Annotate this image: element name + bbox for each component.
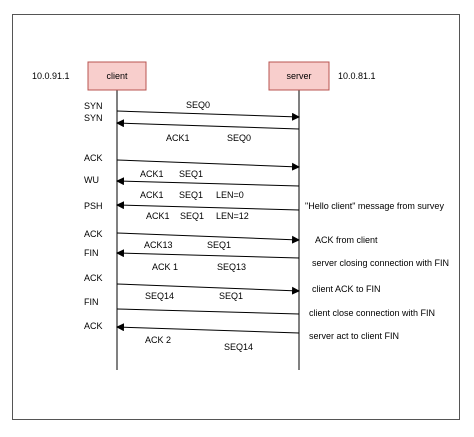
server-ip: 10.0.81.1 bbox=[338, 71, 376, 81]
flag-label: ACK bbox=[84, 273, 103, 283]
message-label: ACK 1 bbox=[152, 262, 178, 272]
message-arrow-syn bbox=[116, 110, 300, 121]
message-label: SEQ0 bbox=[186, 100, 210, 110]
flag-label: FIN bbox=[84, 248, 99, 258]
message-label: SEQ1 bbox=[179, 190, 203, 200]
message-label: ACK13 bbox=[144, 240, 173, 250]
flag-label: ACK bbox=[84, 153, 103, 163]
message-label: SEQ14 bbox=[145, 291, 174, 301]
message-label: SEQ14 bbox=[224, 342, 253, 352]
message-arrow-ack bbox=[116, 159, 300, 171]
flag-label: ACK bbox=[84, 229, 103, 239]
message-arrow-psh bbox=[116, 201, 300, 211]
message-arrow-fin-client bbox=[116, 308, 300, 315]
message-label: ACK1 bbox=[146, 211, 170, 221]
note-client-close: client close connection with FIN bbox=[309, 308, 435, 318]
flag-label: FIN bbox=[84, 297, 99, 307]
server-box bbox=[268, 61, 330, 91]
note-client-ack-fin: client ACK to FIN bbox=[312, 284, 381, 294]
note-hello-client: "Hello client" message from survey bbox=[305, 201, 444, 211]
diagram-frame bbox=[12, 14, 460, 420]
flag-label: SYN bbox=[84, 101, 103, 111]
flag-label: PSH bbox=[84, 201, 103, 211]
message-arrow-syn-ack bbox=[116, 119, 300, 130]
message-label: ACK1 bbox=[140, 190, 164, 200]
message-arrow-ack-fin bbox=[116, 283, 300, 295]
note-server-act: server act to client FIN bbox=[309, 331, 399, 341]
message-arrow-ack2 bbox=[116, 323, 300, 334]
message-label: ACK1 bbox=[140, 169, 164, 179]
message-label: SEQ1 bbox=[179, 169, 203, 179]
message-label: ACK 2 bbox=[145, 335, 171, 345]
client-label: client bbox=[106, 71, 128, 81]
flag-label: ACK bbox=[84, 321, 103, 331]
message-label: SEQ13 bbox=[217, 262, 246, 272]
flag-label: SYN bbox=[84, 113, 103, 123]
message-arrow-fin bbox=[116, 249, 300, 259]
message-label: SEQ1 bbox=[219, 291, 243, 301]
client-box bbox=[87, 61, 147, 91]
server-label: server bbox=[286, 71, 311, 81]
message-arrow-ack13 bbox=[116, 232, 300, 244]
client-ip: 10.0.91.1 bbox=[32, 71, 70, 81]
message-label: SEQ1 bbox=[180, 211, 204, 221]
message-label: ACK1 bbox=[166, 133, 190, 143]
note-ack-from-client: ACK from client bbox=[315, 235, 378, 245]
message-label: SEQ0 bbox=[227, 133, 251, 143]
message-label: LEN=12 bbox=[216, 211, 249, 221]
note-server-closing: server closing connection with FIN bbox=[312, 258, 449, 268]
message-arrow-wu bbox=[116, 177, 300, 187]
message-label: SEQ1 bbox=[207, 240, 231, 250]
flag-label: WU bbox=[84, 175, 99, 185]
message-label: LEN=0 bbox=[216, 190, 244, 200]
